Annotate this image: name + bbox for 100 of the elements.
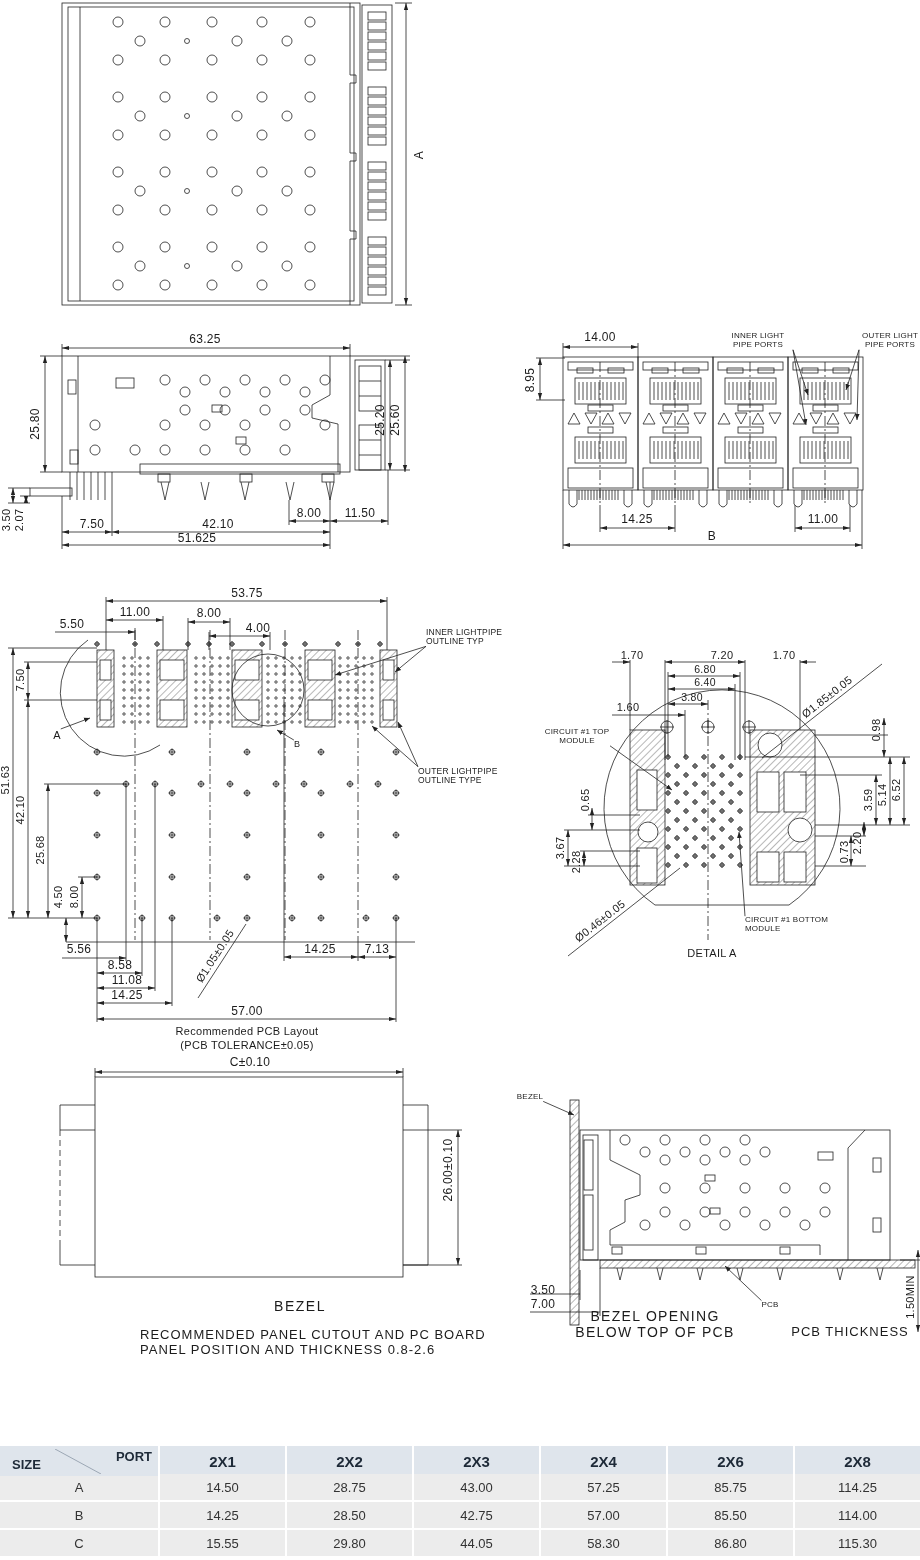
dimension-value: 8.00: [296, 507, 322, 521]
dimension-value: 3.59: [861, 788, 875, 812]
dimension-value: 3.50: [0, 508, 13, 532]
dimension-value: 14.00: [584, 331, 616, 345]
dimension-value: 0.73: [837, 840, 851, 864]
dimension-value: 7.50: [79, 518, 105, 532]
dimension-value: 14.25: [621, 513, 653, 527]
table-value: 114.25: [795, 1474, 920, 1500]
column-header: 2X2: [287, 1446, 412, 1476]
table-value: 85.75: [668, 1474, 793, 1500]
table-value: 42.75: [414, 1502, 539, 1528]
table-value: 29.80: [287, 1530, 412, 1556]
dimension-value: 11.00: [807, 513, 839, 527]
callout-text: PCB: [761, 1300, 779, 1310]
dimension-value: 2.20: [850, 831, 864, 855]
row-header: B: [0, 1502, 158, 1528]
table-value: 44.05: [414, 1530, 539, 1556]
callout-text: OUTER LIGHTPIPE OUTLINE TYPE: [418, 766, 522, 786]
column-header: 2X3: [414, 1446, 539, 1476]
dimension-value: 11.00: [119, 606, 151, 620]
dimension-value: 42.10: [13, 795, 27, 825]
dimension-value: 7.13: [364, 943, 390, 957]
table-value: 114.00: [795, 1502, 920, 1528]
dimension-value: 8.95: [524, 367, 538, 393]
callout-text: BEZEL: [516, 1092, 544, 1102]
table-value: 85.50: [668, 1502, 793, 1528]
callout-text: A: [53, 728, 61, 742]
dimension-value: 51.63: [0, 765, 12, 795]
dimension-value: 6.40: [694, 675, 716, 689]
dimension-value: 25.60: [389, 404, 403, 436]
view-caption: BEZEL: [274, 1297, 326, 1315]
dimension-value: 25.80: [29, 408, 43, 440]
table-value: 115.30: [795, 1530, 920, 1556]
table-value: 57.25: [541, 1474, 666, 1500]
view-caption: DETAIL A: [687, 946, 737, 960]
dimension-value: 11.08: [111, 974, 143, 988]
dimension-value: 14.25: [304, 943, 336, 957]
dimension-value: 42.10: [202, 518, 234, 532]
dimension-value: 4.00: [245, 622, 271, 636]
dimension-value: 6.80: [694, 662, 716, 676]
dimension-value: 7.20: [710, 648, 734, 662]
callout-text: INNER LIGHTPIPE OUTLINE TYP: [426, 627, 522, 647]
dimension-value: 5.14: [875, 783, 889, 807]
table-value: 14.50: [160, 1474, 285, 1500]
size-heading: SIZE: [12, 1457, 41, 1472]
reference-letter: A: [413, 150, 427, 160]
dimension-value: 14.25: [111, 989, 143, 1003]
row-header: A: [0, 1474, 158, 1500]
column-header: 2X8: [795, 1446, 920, 1476]
dimension-value: 1.60: [616, 700, 640, 714]
view-caption: Recommended PCB Layout: [175, 1024, 319, 1038]
reference-letter: B: [707, 530, 717, 544]
view-caption: BEZEL OPENING BELOW TOP OF PCB: [574, 1307, 736, 1341]
dimension-value: 5.50: [59, 618, 85, 632]
dimension-value: 57.00: [231, 1005, 263, 1019]
row-header: C: [0, 1530, 158, 1556]
dimension-value: 1.70: [772, 648, 796, 662]
table-value: 86.80: [668, 1530, 793, 1556]
note-text: RECOMMENDED PANEL CUTOUT AND PC BOARD PANEL POSITION AND THICKNESS 0.8-2.6: [140, 1328, 487, 1358]
callout-text: INNER LIGHT PIPE PORTS: [723, 332, 793, 350]
dimension-value: 5.56: [66, 943, 92, 957]
dimension-value: 25.68: [33, 835, 47, 865]
table-value: 28.50: [287, 1502, 412, 1528]
table-value: 58.30: [541, 1530, 666, 1556]
column-header: 2X6: [668, 1446, 793, 1476]
dimension-value: 7.00: [530, 1298, 556, 1312]
callout-text: B: [293, 740, 301, 750]
dimension-value: 3.67: [553, 836, 567, 860]
callout-text: CIRCUIT #1 BOTTOM MODULE: [745, 916, 829, 934]
dimension-value: 2.28: [569, 850, 583, 874]
dimension-value: 1.70: [620, 648, 644, 662]
dimension-value: 63.25: [189, 333, 221, 347]
column-header: 2X1: [160, 1446, 285, 1476]
callout-text: OUTER LIGHT PIPE PORTS: [859, 332, 920, 350]
dimension-value: 7.50: [13, 668, 27, 692]
dimension-value: 53.75: [231, 587, 263, 601]
column-header: 2X4: [541, 1446, 666, 1476]
dimension-value: 0.98: [869, 718, 883, 742]
dimension-value: 51.625: [177, 532, 217, 546]
view-caption: (PCB TOLERANCE±0.05): [180, 1038, 314, 1052]
table-value: 57.00: [541, 1502, 666, 1528]
table-value: 28.75: [287, 1474, 412, 1500]
dimension-value: 3.50: [530, 1284, 556, 1298]
dimension-value: 26.00±0.10: [442, 1138, 456, 1202]
dimension-value: 4.50: [51, 885, 65, 909]
callout-text: CIRCUIT #1 TOP MODULE: [544, 728, 610, 746]
dimension-value: 1.50MIN: [903, 1275, 917, 1319]
table-value: 14.25: [160, 1502, 285, 1528]
port-heading: PORT: [115, 1449, 152, 1464]
dimension-value: 25.20: [374, 404, 388, 436]
dimension-value: 11.50: [344, 507, 376, 521]
dimension-value: 2.07: [12, 508, 26, 532]
dimension-value: 6.52: [889, 778, 903, 802]
dimension-value: C±0.10: [229, 1056, 271, 1070]
dimension-value: 8.58: [107, 959, 133, 973]
table-value: 15.55: [160, 1530, 285, 1556]
dimension-value: 3.80: [681, 690, 703, 704]
view-caption: PCB THICKNESS: [791, 1324, 909, 1340]
dimension-value: 8.00: [196, 607, 222, 621]
table-value: 43.00: [414, 1474, 539, 1500]
